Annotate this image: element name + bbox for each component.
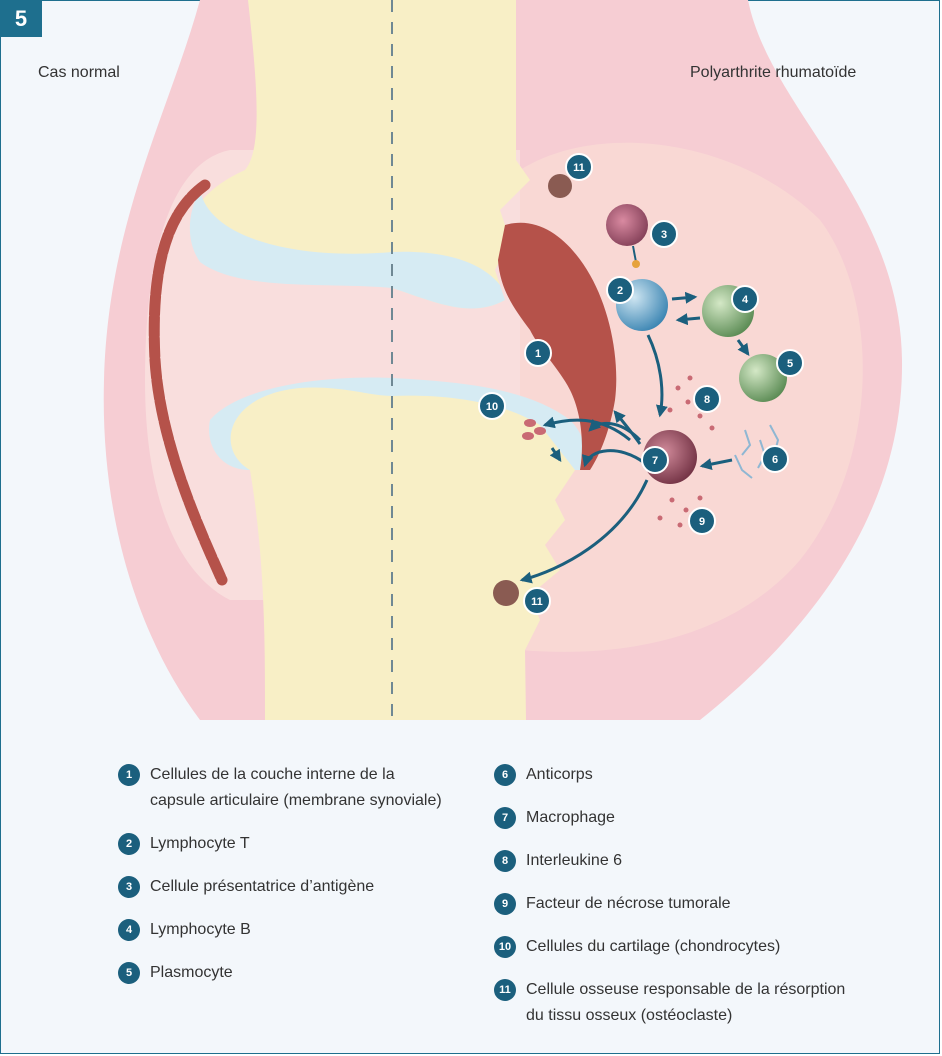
legend-left: 1 Cellules de la couche interne de la cap… <box>118 762 478 1003</box>
marker-10: 10 <box>479 393 505 419</box>
legend-number-badge: 4 <box>118 919 140 941</box>
chondrocyte <box>524 419 536 427</box>
marker-6: 6 <box>762 446 788 472</box>
label-normal-case: Cas normal <box>38 64 120 82</box>
svg-text:5: 5 <box>787 358 793 370</box>
svg-text:3: 3 <box>661 229 667 241</box>
legend-number-badge: 10 <box>494 936 516 958</box>
legend-right: 6 Anticorps 7 Macrophage 8 Interleukine 6 9… <box>494 762 914 1046</box>
svg-text:4: 4 <box>742 294 749 306</box>
legend-text: Lymphocyte B <box>150 917 251 943</box>
legend-number-badge: 6 <box>494 764 516 786</box>
marker-11: 11 <box>566 154 592 180</box>
legend-number-badge: 9 <box>494 893 516 915</box>
legend-text: Cellules de la couche interne de la caps… <box>150 762 442 814</box>
chondrocyte <box>534 427 546 435</box>
chondrocyte <box>522 432 534 440</box>
osteoclast-top <box>548 174 572 198</box>
marker-4: 4 <box>732 286 758 312</box>
legend-number-badge: 2 <box>118 833 140 855</box>
legend-item: 10 Cellules du cartilage (chondrocytes) <box>494 934 914 960</box>
svg-text:7: 7 <box>652 455 658 467</box>
legend-item: 7 Macrophage <box>494 805 914 831</box>
legend-number-badge: 1 <box>118 764 140 786</box>
figure-number-badge: 5 <box>0 0 42 37</box>
legend-item: 8 Interleukine 6 <box>494 848 914 874</box>
legend-number-badge: 3 <box>118 876 140 898</box>
legend-text: Lymphocyte T <box>150 831 250 857</box>
legend-text: Cellule osseuse responsable de la résorp… <box>526 977 845 1029</box>
legend-text: Macrophage <box>526 805 615 831</box>
legend-number-badge: 11 <box>494 979 516 1001</box>
osteoclast-bottom <box>493 580 519 606</box>
svg-text:8: 8 <box>704 394 710 406</box>
legend-text: Interleukine 6 <box>526 848 622 874</box>
marker-5: 5 <box>777 350 803 376</box>
legend-number-badge: 5 <box>118 962 140 984</box>
legend-item: 5 Plasmocyte <box>118 960 478 986</box>
legend-text: Plasmocyte <box>150 960 233 986</box>
svg-text:11: 11 <box>573 162 585 174</box>
legend-number-badge: 7 <box>494 807 516 829</box>
marker-11: 11 <box>524 588 550 614</box>
marker-9: 9 <box>689 508 715 534</box>
svg-text:11: 11 <box>531 596 543 608</box>
svg-text:1: 1 <box>535 348 541 360</box>
legend-item: 11 Cellule osseuse responsable de la réso… <box>494 977 914 1029</box>
marker-2: 2 <box>607 277 633 303</box>
svg-text:6: 6 <box>772 454 778 466</box>
legend-item: 1 Cellules de la couche interne de la cap… <box>118 762 478 814</box>
marker-8: 8 <box>694 386 720 412</box>
svg-text:10: 10 <box>486 401 498 413</box>
marker-7: 7 <box>642 447 668 473</box>
legend-item: 6 Anticorps <box>494 762 914 788</box>
label-rheumatoid-arthritis: Polyarthrite rhumatoïde <box>690 64 856 82</box>
legend-text: Cellule présentatrice d’antigène <box>150 874 374 900</box>
legend-text: Cellules du cartilage (chondrocytes) <box>526 934 780 960</box>
legend-item: 4 Lymphocyte B <box>118 917 478 943</box>
svg-text:2: 2 <box>617 285 623 297</box>
legend-item: 2 Lymphocyte T <box>118 831 478 857</box>
marker-1: 1 <box>525 340 551 366</box>
marker-3: 3 <box>651 221 677 247</box>
legend-text: Facteur de nécrose tumorale <box>526 891 731 917</box>
legend-item: 9 Facteur de nécrose tumorale <box>494 891 914 917</box>
antigen-presenting-cell <box>606 204 648 246</box>
legend-text: Anticorps <box>526 762 593 788</box>
joint-diagram: 1 2 3 4 5 6 7 8 9 10 11 11 <box>0 0 942 730</box>
legend-number-badge: 8 <box>494 850 516 872</box>
svg-text:9: 9 <box>699 516 705 528</box>
legend-item: 3 Cellule présentatrice d’antigène <box>118 874 478 900</box>
